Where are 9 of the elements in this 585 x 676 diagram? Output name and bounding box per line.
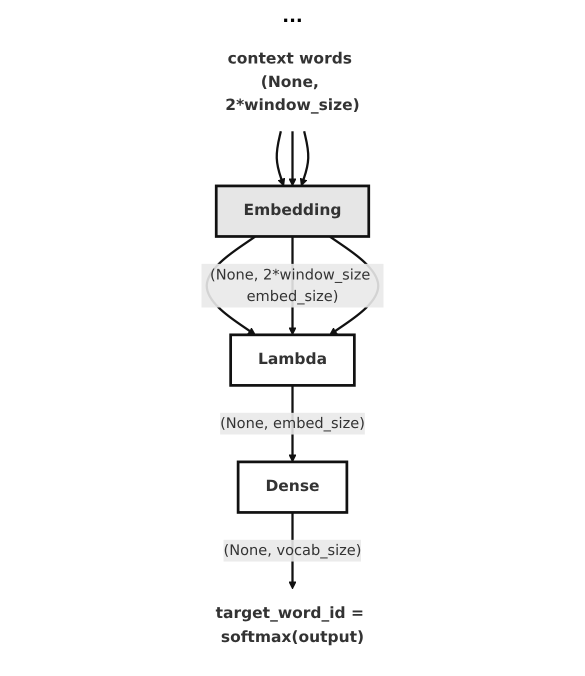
layer-box: Lambda [229,333,356,387]
output-text: target_word_id = softmax(output) [216,604,364,646]
ellipsis-label: ... [282,6,303,27]
layer-box: Dense [236,460,348,514]
edge-label: (None, 2*window_size embed_size) [201,264,384,308]
edge-label: (None, vocab_size) [224,540,362,562]
edge-label: (None, embed_size) [220,412,365,435]
input-text: context words (None, 2*window_size) [225,50,360,114]
layer-box: Embedding [214,184,370,238]
